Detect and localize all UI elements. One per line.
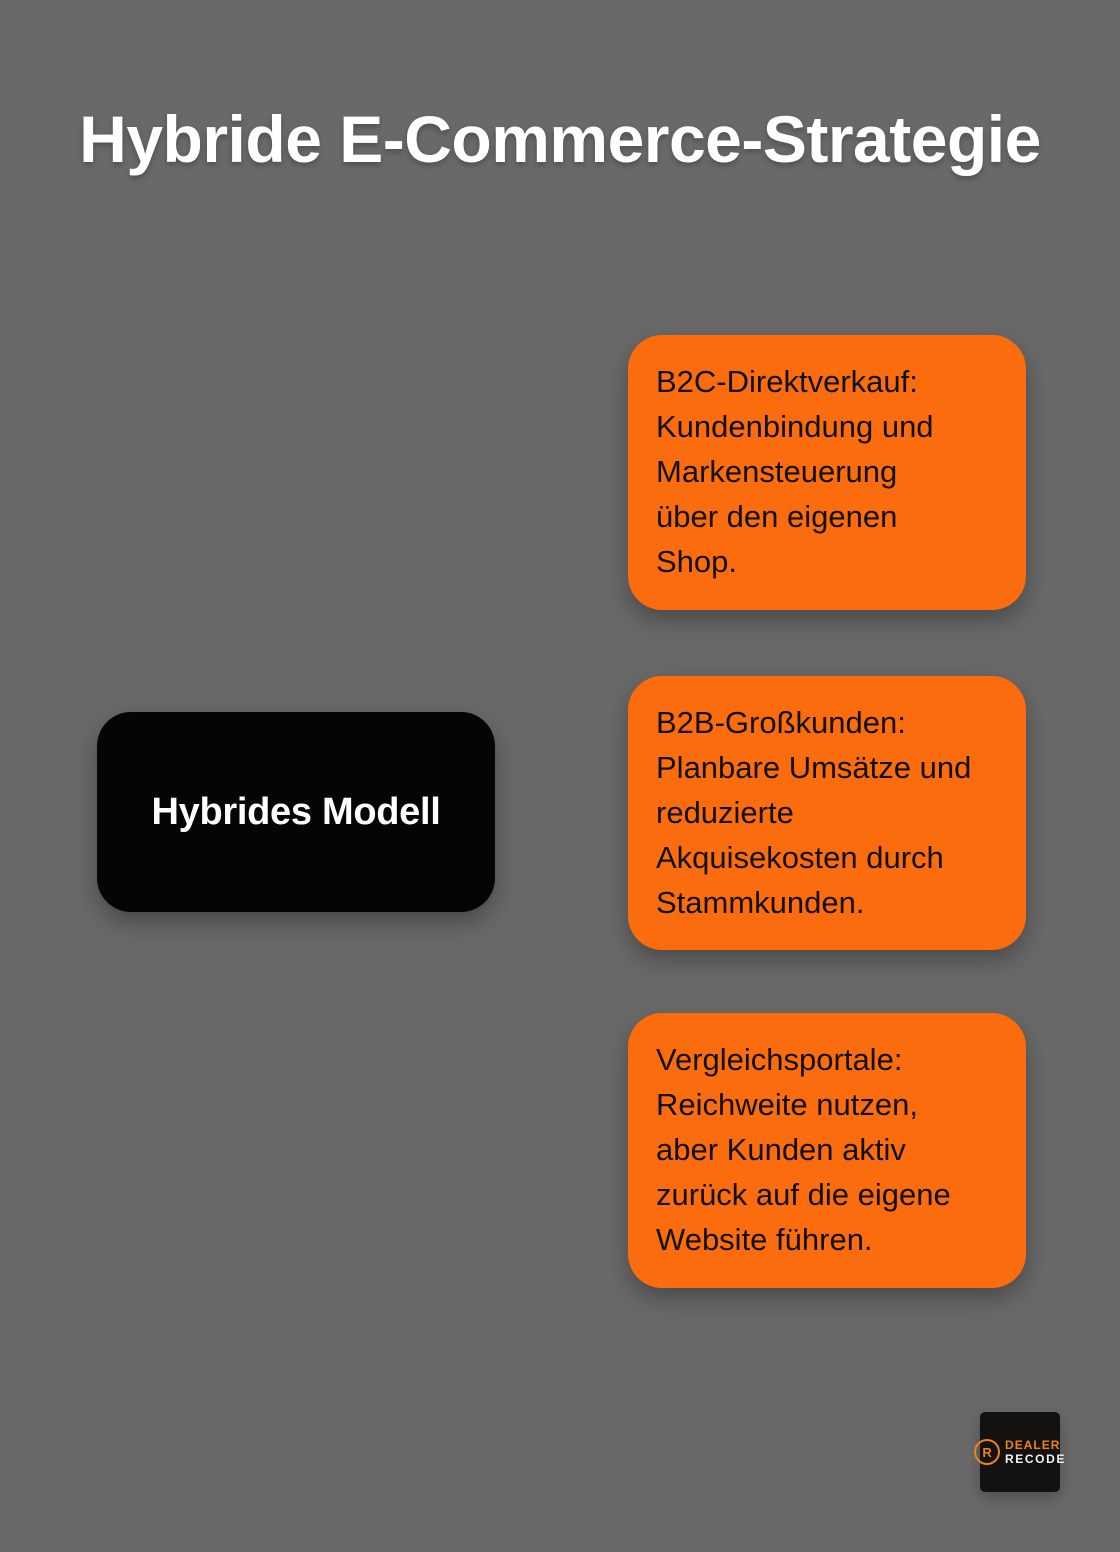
card-text-line: Vergleichsportale: bbox=[656, 1042, 903, 1077]
card-text-line: zurück auf die eigene bbox=[656, 1177, 951, 1212]
card-text-line: Reichweite nutzen, bbox=[656, 1087, 918, 1122]
strategy-card-vergleichsportale: Vergleichsportale: Reichweite nutzen, ab… bbox=[628, 1013, 1026, 1288]
strategy-card-b2c: B2C-Direktverkauf: Kundenbindung und Mar… bbox=[628, 335, 1026, 610]
model-node-label: Hybrides Modell bbox=[151, 790, 441, 833]
card-text-line: Akquisekosten durch bbox=[656, 840, 944, 875]
card-text-line: Planbare Umsätze und bbox=[656, 750, 972, 785]
logo-wordmark-recode: RECODE bbox=[1005, 1452, 1066, 1466]
card-text-line: Shop. bbox=[656, 544, 738, 579]
dealer-recode-logo: R DEALER RECODE bbox=[974, 1412, 1064, 1492]
card-text-line: aber Kunden aktiv bbox=[656, 1132, 906, 1167]
card-text-line: reduzierte bbox=[656, 795, 794, 830]
strategy-card-b2b: B2B-Großkunden: Planbare Umsätze und red… bbox=[628, 676, 1026, 950]
r-badge-letter: R bbox=[982, 1444, 992, 1460]
r-badge-icon: R bbox=[974, 1439, 1001, 1465]
card-text-line: Website führen. bbox=[656, 1222, 873, 1257]
card-text-line: über den eigenen bbox=[656, 499, 898, 534]
card-text-line: Kundenbindung und bbox=[656, 409, 934, 444]
card-text-line: B2B-Großkunden: bbox=[656, 705, 906, 740]
model-node-card: Hybrides Modell bbox=[97, 712, 495, 912]
card-text-line: B2C-Direktverkauf: bbox=[656, 364, 918, 399]
logo-wordmark-dealer: DEALER bbox=[1005, 1438, 1061, 1452]
page-title: Hybride E-Commerce-Strategie bbox=[79, 102, 1041, 176]
card-text-line: Markensteuerung bbox=[656, 454, 898, 489]
logo-wordmark: DEALER RECODE bbox=[1005, 1438, 1066, 1466]
card-text-line: Stammkunden. bbox=[656, 885, 865, 920]
